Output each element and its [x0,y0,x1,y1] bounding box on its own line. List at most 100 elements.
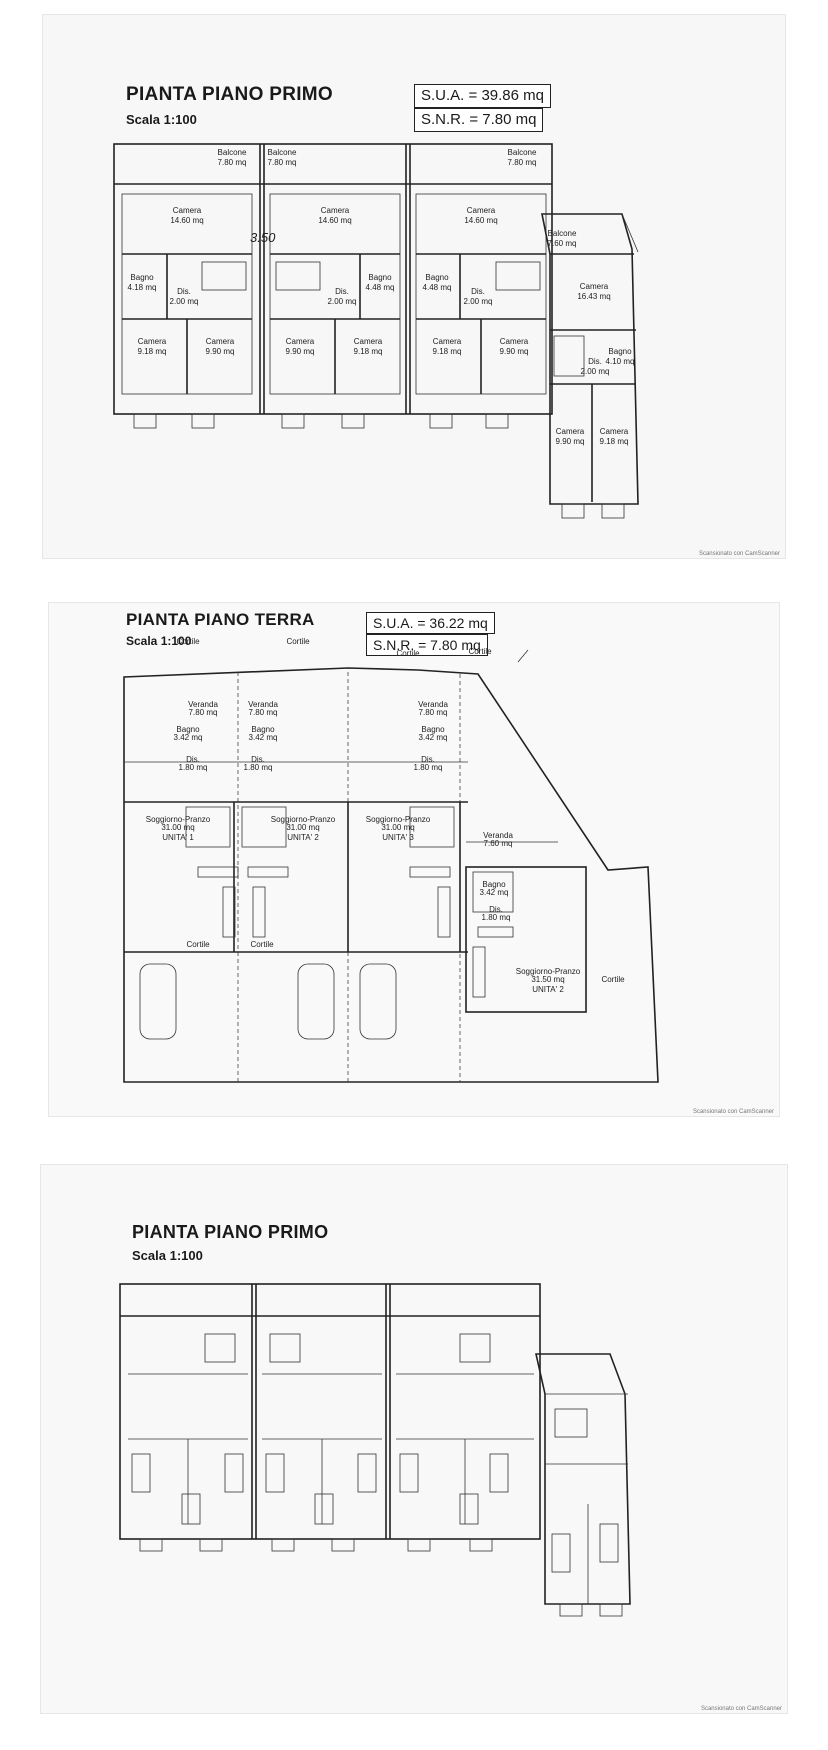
dis-label-u2: Dis. [251,755,265,764]
stair-icon [495,261,541,291]
stair-icons [197,866,514,998]
scan-note: Scansionato con CamScanner [700,1706,782,1712]
stair-icon [275,261,321,291]
site-outline [123,667,659,1083]
bagno-area-u2: 4.48 mq [366,283,395,292]
bagno-area-u1: 4.18 mq [128,283,157,292]
furnished-plan-drawing [119,1283,631,1617]
snr-box: S.N.R. = 7.80 mq [414,108,544,132]
camera-area-u1: 14.60 mq [170,216,203,225]
cortile-label: Cortile [601,975,625,984]
camera-right-label-u3: Camera [500,337,529,346]
bed-icon [551,1533,571,1573]
camera-right-label-u2: Camera [354,337,383,346]
unit-label-u3: UNITA' 3 [382,833,414,842]
dis-area-u3: 1.80 mq [414,763,443,772]
soggiorno-area-u1: 31.00 mq [161,823,194,832]
wardrobe-icons [181,1493,479,1525]
cortile-label: Cortile [468,647,492,656]
veranda-area-u1: 7.80 mq [189,708,218,717]
camera-right-label-u1: Camera [206,337,235,346]
bed-icon [554,1408,588,1438]
window-marks [139,1538,623,1617]
floor-plan-sheet-ground-floor: PIANTA PIANO TERRA Scala 1:100 S.U.A. = … [48,602,780,1117]
cortile-label: Cortile [186,940,210,949]
unit4-outline [535,1353,631,1605]
stair-icon [201,261,247,291]
camera-left-area-u4: 9.90 mq [556,437,585,446]
unit-label-u2: UNITA' 2 [287,833,319,842]
units-outline [113,143,553,415]
unit4-block [465,866,587,1013]
bagno-area-u4: 3.42 mq [480,888,509,897]
soggiorno-area-u4: 31.50 mq [531,975,564,984]
soggiorno-label-u1: Soggiorno-Pranzo [146,815,211,824]
veranda-label-u2: Veranda [248,700,278,709]
dis-label-u4: Dis. [489,905,503,914]
bagno-label-u4: Bagno [482,880,506,889]
scan-note: Scansionato con CamScanner [698,551,780,557]
veranda-area-u3: 7.80 mq [419,708,448,717]
camera-left-label-u3: Camera [433,337,462,346]
balcone-area-u1: 7.80 mq [218,158,247,167]
balcone-area-u3: 7.80 mq [508,158,537,167]
balcone-area-u2: 7.80 mq [268,158,297,167]
camera-area-u2: 14.60 mq [318,216,351,225]
dis-label-u3: Dis. [421,755,435,764]
dis-label-u4: Dis. [588,357,602,366]
bagno-label-u1: Bagno [130,273,154,282]
sua-box: S.U.A. = 36.22 mq [366,612,495,634]
dis-area-u3: 2.00 mq [464,297,493,306]
bagno-label-u2: Bagno [251,725,275,734]
floor-plan-sheet-first-floor-furnished: PIANTA PIANO PRIMO Scala 1:100 Scansiona… [40,1164,788,1714]
dis-area-u1: 1.80 mq [179,763,208,772]
camera-left-label-u4: Camera [556,427,585,436]
camera-label-u2: Camera [321,206,350,215]
soggiorno-area-u2: 31.00 mq [286,823,319,832]
dis-label-u3: Dis. [471,287,485,296]
dis-area-u4: 1.80 mq [482,913,511,922]
bagno-label-u1: Bagno [176,725,200,734]
bagno-area-u4: 4.10 mq [606,357,635,366]
stair-icon [553,335,585,377]
camera-label-u1: Camera [173,206,202,215]
wall [621,213,639,253]
soggiorno-label-u2: Soggiorno-Pranzo [271,815,336,824]
camera-label-u3: Camera [467,206,496,215]
veranda-label-u3: Veranda [418,700,448,709]
sheet-scale: Scala 1:100 [126,112,197,127]
camera-right-area-u3: 9.90 mq [500,347,529,356]
bath-box [241,806,287,848]
balcone-area-u4: 7.60 mq [548,239,577,248]
units-outline [119,1283,541,1540]
bagno-label-u3: Bagno [421,725,445,734]
cortile-label: Cortile [286,637,310,646]
veranda-label-u4: Veranda [483,831,513,840]
balcone-label-u4: Balcone [548,229,577,238]
dis-area-u4: 2.00 mq [581,367,610,376]
bagno-area-u1: 3.42 mq [174,733,203,742]
bath-box [409,806,455,848]
bagno-label-u4: Bagno [608,347,632,356]
camera-left-area-u3: 9.18 mq [433,347,462,356]
balcone-label-u1: Balcone [218,148,247,157]
soggiorno-label-u4: Soggiorno-Pranzo [516,967,581,976]
veranda-area-u2: 7.80 mq [249,708,278,717]
camera-left-label-u2: Camera [286,337,315,346]
car-icons [139,963,397,1040]
bagno-area-u2: 3.42 mq [249,733,278,742]
dis-area-u2: 2.00 mq [328,297,357,306]
bagno-area-u3: 4.48 mq [423,283,452,292]
bath-box [185,806,231,848]
cortile-label: Cortile [250,940,274,949]
cortile-label: Cortile [176,637,200,646]
balcone-label-u2: Balcone [268,148,297,157]
camera-label-u4: Camera [580,282,609,291]
sheet-title: PIANTA PIANO PRIMO [132,1222,329,1242]
camera-right-area-u1: 9.90 mq [206,347,235,356]
interior-walls [128,1373,534,1524]
camera-left-area-u2: 9.90 mq [286,347,315,356]
balcone-label-u3: Balcone [508,148,537,157]
scan-note: Scansionato con CamScanner [692,1109,774,1115]
camera-right-area-u2: 9.18 mq [354,347,383,356]
